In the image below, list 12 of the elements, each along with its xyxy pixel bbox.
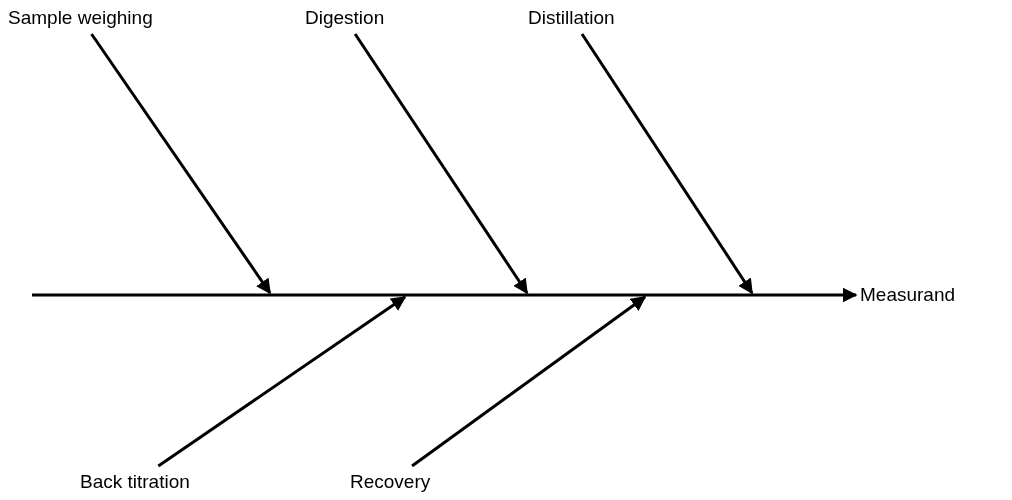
branch-arrow (157, 295, 407, 468)
branch-arrow (353, 33, 529, 295)
branch-arrow (580, 33, 754, 295)
cause-label: Sample weighing (8, 6, 153, 30)
branch-arrow (90, 33, 272, 295)
cause-label: Recovery (350, 470, 431, 494)
effect-label: Measurand (860, 283, 956, 307)
branch-arrow (411, 295, 647, 468)
cause-label: Digestion (305, 6, 385, 30)
spine-arrow (32, 287, 858, 303)
cause-label: Back titration (80, 470, 190, 494)
cause-label: Distillation (528, 6, 615, 30)
